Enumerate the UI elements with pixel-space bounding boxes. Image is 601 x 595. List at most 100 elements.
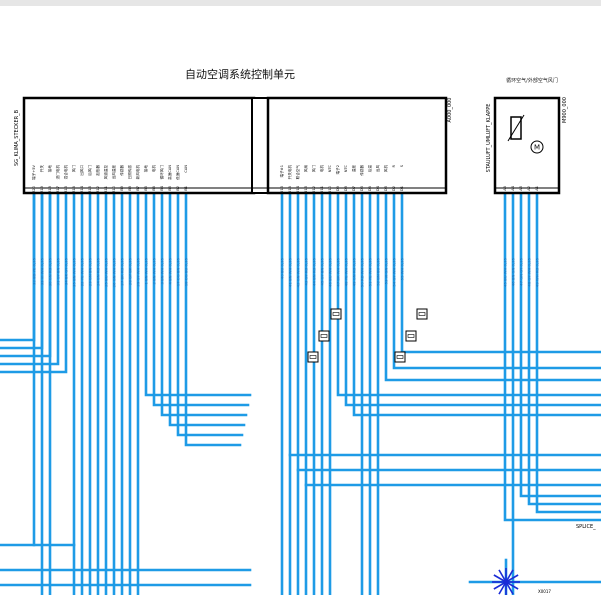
pin-label: D7 [352,186,356,191]
wire-label: 51 YE WH 0,35 [368,257,373,286]
pin-label: D1 [400,186,404,191]
wire-label: 18 OG BU 0,35 [184,257,189,286]
wire-label: 55 WH 0,35 [400,257,405,280]
wire-label: 26 GN WH 0,35 [112,257,117,287]
wire-label: 45 GY BN 0,35 [320,257,325,285]
pin-desc: 风门 [311,165,316,173]
pin-desc: 联合空气 [295,165,300,180]
connector-layer [307,308,428,363]
pin-desc: 电机 [151,165,156,173]
pin-desc: 日照传感 [127,165,132,180]
wire [0,192,60,366]
wire [152,192,250,407]
diagram-title: 自动空调系统控制单元 [185,68,295,81]
pin-label: D16 [280,185,284,193]
wire [519,192,601,498]
wire-label: 27 BK RD 0,35 [120,257,125,285]
wire-label: 44 BN RD 0,35 [312,257,317,285]
wire-label: 33 VI WH 0,35 [40,257,45,285]
motor-icon [530,140,544,154]
pin-desc: 风门 [71,165,76,173]
wire-label: 52 BN BU 0,35 [376,257,381,285]
wire-label: 41 BN WH 0,35 [288,257,293,287]
pin-label: D4 [376,185,380,191]
pin-label: A2 [527,186,531,191]
connector-pin [309,355,317,359]
wire-label: 48 YE WH 0,35 [344,257,349,286]
pin-desc: 接地 [143,165,148,173]
pin-desc: 风机 [383,165,388,173]
motor-module-side-label: STAULUFT_UMLUFT_KLAPPE [486,104,492,173]
pin-label: B13 [88,186,92,193]
pin-desc: 低速CAN [175,165,180,180]
wire [0,192,36,342]
pin-desc: R [392,165,396,168]
pin-desc: 温度 [351,165,356,173]
pin-label: B20 [32,185,36,193]
splice-label: SPLICE_ [576,524,596,530]
wire [344,192,601,407]
wire [144,192,252,397]
pin-label: A4 [511,185,515,190]
pin-label: A1 [535,186,539,191]
pin-label: B12 [96,186,100,193]
wire-label: 47 GN GY 0,35 [519,257,524,285]
pin-desc: 开关 [39,165,44,173]
pin-label: B6 [144,185,148,190]
pin-desc: 电机 [319,165,324,173]
wire-label: 40 BU 0,35 [280,257,285,279]
wire-label: 45 BU WH 0,35 [503,257,508,286]
pin-label: B1 [184,186,188,191]
motor-module-box [493,96,561,195]
pin-desc: S [400,164,404,167]
splice-center [503,579,509,585]
wire [0,192,68,374]
connector-pin [320,334,328,338]
wire-label: 46 BU WH 0,35 [328,257,333,286]
pin-label: D15 [288,186,292,193]
pin-desc: 出风口 [79,165,84,176]
wire-label: 29 GY WH 0,35 [136,257,141,286]
wire-label: 49 WH RD 0,35 [535,257,540,287]
wire-label: 43 GY RD 0,35 [304,257,309,285]
pin-label: B15 [72,186,76,193]
pin-label: B5 [152,186,156,191]
pin-desc: 端子+5V [31,164,36,179]
wire [168,192,246,427]
pin-label-layer: B20端子+5VB19开关B18接地B17进门电机B16混合电机B15风门B14… [31,164,539,193]
wire [160,192,248,417]
wire-label: 3 BN WH 0,35 [160,257,165,284]
pin-label: D2 [392,186,396,191]
connector-pin [332,312,340,316]
wire-label: 23 GN BN 0,35 [88,257,93,286]
pin-label: B3 [168,186,172,191]
motor-symbol-text: M [534,144,540,152]
left-module-side-label: SG_KLIMA_STECKER_B [14,109,20,166]
wire-label: 32 8D YE 0,35 [32,257,37,285]
wire-label: 50 RD WH 0,35 [360,257,365,287]
pin-desc: CAN [184,165,188,173]
pin-label: B8 [128,185,132,190]
pin-label: A5 [503,186,507,191]
pin-desc: 后温 [367,165,372,173]
wire [392,192,601,370]
pin-desc: 传感器 [119,165,124,176]
pin-desc: 端子#1 [279,165,284,178]
pin-label: B11 [104,186,108,193]
wire-layer [0,192,601,595]
pin-label: B10 [112,185,116,193]
wire-label: 47 BK WH 0,35 [336,257,341,286]
wire-label: 31 GY BN 0,35 [56,257,61,285]
wire-label: 30 GN RD 0,35 [48,257,53,286]
wire-label: 22 YE WH 0,35 [80,257,85,286]
splice-node [492,568,520,595]
pin-label: B2 [176,186,180,191]
wire-label: 54 GY WH 0,35 [392,257,397,286]
pin-desc: 接地 [47,165,52,173]
wire-label: 46 BN GN 0,35 [511,257,516,286]
pin-label: D12 [312,186,316,193]
wire [503,192,601,522]
top-window-strip [0,0,601,6]
